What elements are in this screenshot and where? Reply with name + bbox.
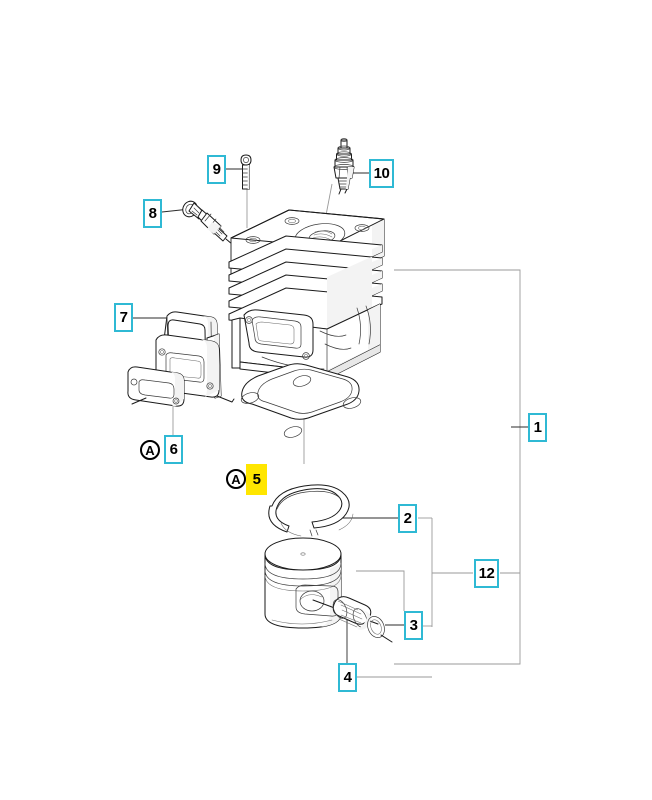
part-cylinder-screw xyxy=(240,154,252,190)
callout-10-label: 10 xyxy=(373,165,390,182)
part-base-gasket xyxy=(240,363,362,438)
part-decompression-valve xyxy=(182,200,240,251)
callout-12[interactable]: 12 xyxy=(474,559,499,588)
callout-4-label: 4 xyxy=(343,669,352,686)
callout-4[interactable]: 4 xyxy=(338,663,357,692)
part-piston-ring xyxy=(268,484,354,537)
leader-line-3a xyxy=(356,570,405,611)
callout-9[interactable]: 9 xyxy=(207,155,226,184)
callout-6[interactable]: 6 xyxy=(164,435,183,464)
callout-5-label: 5 xyxy=(252,471,261,488)
reference-mark-a-5: A xyxy=(226,469,246,489)
callout-3-label: 3 xyxy=(409,617,418,634)
callout-5[interactable]: 5 xyxy=(246,464,267,495)
callout-1[interactable]: 1 xyxy=(528,413,547,442)
leader-lines xyxy=(133,168,528,678)
callout-10[interactable]: 10 xyxy=(369,159,394,188)
callout-6-label: 6 xyxy=(169,441,178,458)
reference-mark-a-6-label: A xyxy=(145,442,155,458)
callout-3[interactable]: 3 xyxy=(404,611,423,640)
callout-8[interactable]: 8 xyxy=(143,199,162,228)
callout-12-label: 12 xyxy=(478,565,495,582)
callout-7[interactable]: 7 xyxy=(114,303,133,332)
callout-8-label: 8 xyxy=(148,205,157,222)
part-spark-plug xyxy=(333,138,355,195)
part-piston xyxy=(264,537,342,629)
leader-bracket-1 xyxy=(394,269,521,665)
callout-2-label: 2 xyxy=(403,510,412,527)
part-needle-bearing xyxy=(312,596,393,643)
reference-mark-a-5-label: A xyxy=(231,471,241,487)
reference-mark-a-6: A xyxy=(140,440,160,460)
callout-1-label: 1 xyxy=(533,419,542,436)
callout-9-label: 9 xyxy=(212,161,221,178)
callout-2[interactable]: 2 xyxy=(398,504,417,533)
callout-7-label: 7 xyxy=(119,309,128,326)
part-muffler-bracket xyxy=(127,334,220,407)
part-cylinder-assembly xyxy=(228,209,385,380)
